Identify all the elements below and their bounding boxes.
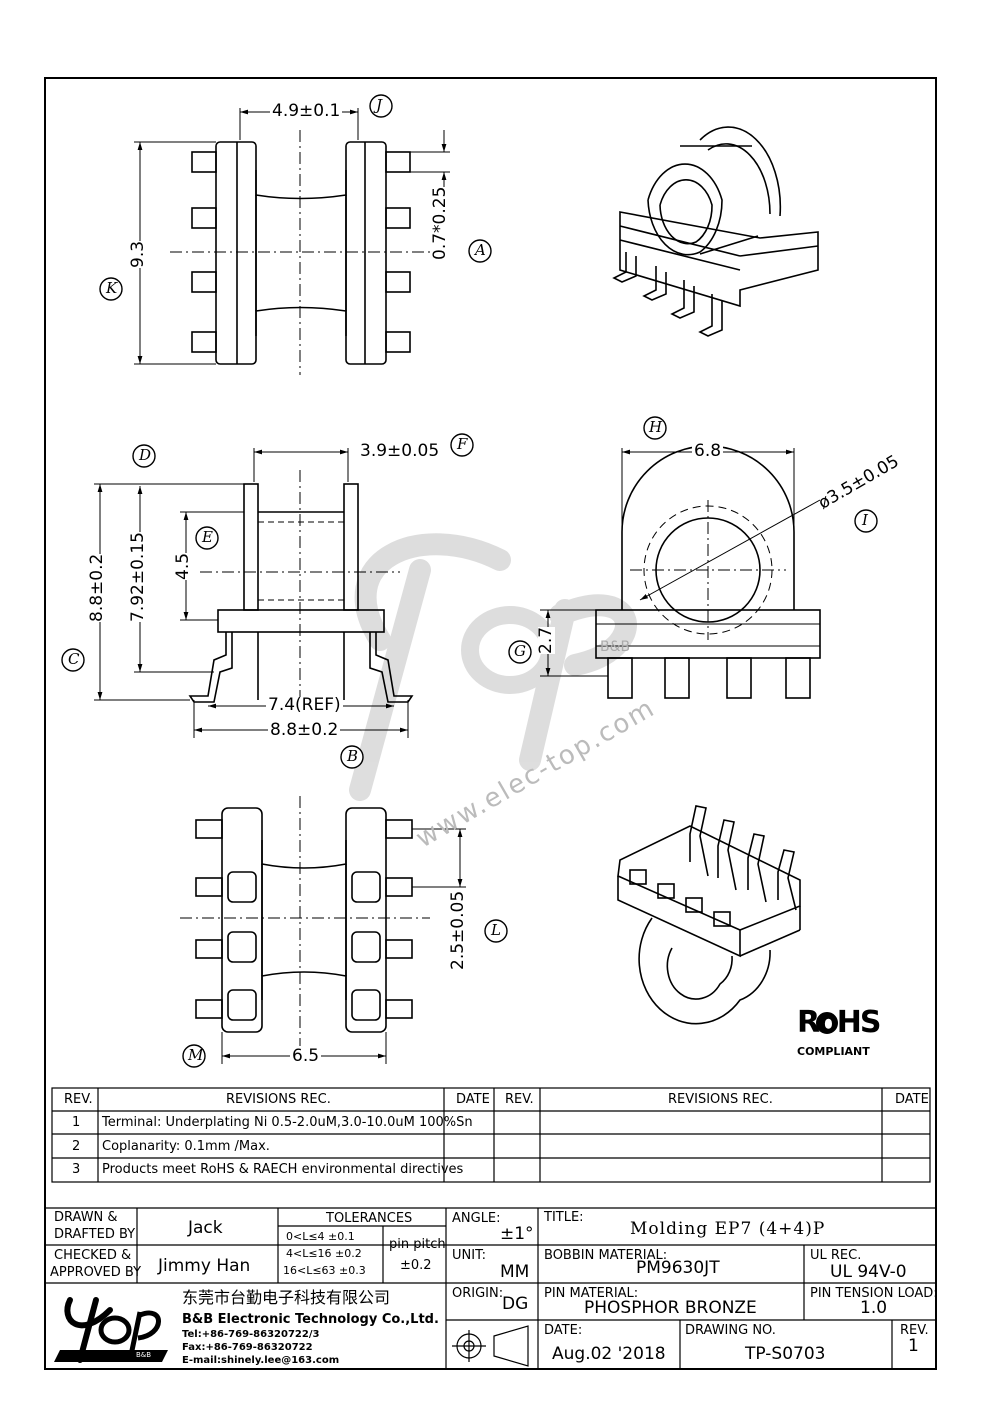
date-label: DATE: [544, 1323, 583, 1338]
rev-header-rec-2: REVISIONS REC. [668, 1092, 773, 1107]
rohs-mark-icon [816, 1012, 838, 1034]
balloon-e: E [202, 528, 213, 546]
balloon-j: J [376, 96, 383, 114]
company-name-en: B&B Electronic Technology Co.,Ltd. [182, 1312, 439, 1327]
balloon-c: C [68, 650, 80, 668]
dim-pin-height: 0.7*0.25 [430, 186, 450, 260]
revision-table-lines [51, 1087, 931, 1183]
pin-material-value: PHOSPHOR BRONZE [584, 1298, 757, 1318]
dim-side-width: 6.8 [692, 441, 724, 461]
dim-front-height: 8.8±0.2 [87, 553, 107, 622]
bobbin-label: BOBBIN MATERIAL: [544, 1248, 668, 1263]
company-tel: Tel:+86-769-86320722/3 [182, 1329, 320, 1340]
bobbin-value: PM9630JT [636, 1258, 720, 1278]
drawing-title: Molding EP7 (4+4)P [630, 1219, 826, 1239]
title-block-lines [44, 1207, 937, 1370]
date-value: Aug.02 '2018 [552, 1344, 666, 1364]
rev-row-1-no: 1 [72, 1115, 81, 1130]
rev-header-rec: REVISIONS REC. [226, 1092, 331, 1107]
balloon-d: D [139, 446, 152, 464]
tolerances-label: TOLERANCES [326, 1211, 413, 1226]
origin-value: DG [502, 1294, 529, 1314]
pin-material-label: PIN MATERIAL: [544, 1286, 639, 1301]
dim-bottom-width: 6.5 [290, 1046, 322, 1066]
balloon-l: L [491, 921, 501, 939]
rev-row-1-text: Terminal: Underplating Ni 0.5-2.0uM,3.0-… [102, 1115, 473, 1130]
rev-header-rev-2: REV. [505, 1092, 534, 1107]
unit-value: MM [500, 1262, 530, 1282]
balloon-k: K [106, 279, 118, 297]
balloon-i: I [862, 511, 868, 529]
tol-row-3: 16<L≤63 ±0.3 [283, 1264, 366, 1277]
unit-label: UNIT: [452, 1248, 486, 1263]
rev-header-rev: REV. [64, 1092, 93, 1107]
tension-value: 1.0 [860, 1298, 888, 1318]
origin-label: ORIGIN: [452, 1286, 504, 1301]
rev-row-2-no: 2 [72, 1139, 81, 1154]
balloon-g: G [514, 642, 526, 660]
balloon-h: H [649, 418, 663, 436]
checked-label-1: CHECKED & [54, 1248, 132, 1263]
iso-view-bottom [617, 805, 801, 1025]
iso-view-top [612, 126, 819, 337]
projection-symbol-icon [452, 1325, 529, 1367]
tol-row-1: 0<L≤4 ±0.1 [286, 1230, 355, 1243]
balloon-b: B [347, 747, 359, 765]
balloon-m: M [188, 1046, 204, 1064]
angle-label: ANGLE: [452, 1211, 501, 1226]
dim-window: 4.5 [173, 552, 193, 580]
rev-header-date: DATE [456, 1092, 490, 1107]
pin-pitch-label: pin pitch [389, 1237, 446, 1252]
pin-pitch-tol: ±0.2 [400, 1258, 432, 1273]
ul-label: UL REC. [810, 1248, 862, 1263]
ul-value: UL 94V-0 [830, 1262, 907, 1282]
drawn-label-2: DRAFTED BY [54, 1227, 136, 1242]
top-view [134, 108, 450, 375]
rev-label: REV. [900, 1323, 929, 1338]
company-logo-icon [54, 1297, 168, 1363]
dim-overall-height: 9.3 [128, 240, 148, 268]
title-label: TITLE: [544, 1210, 584, 1225]
dim-pin-pitch: 2.5±0.05 [448, 890, 468, 970]
drawing-no-label: DRAWING NO. [685, 1323, 776, 1338]
rohs-mark: RoHS [797, 1005, 881, 1040]
rev-header-date-2: DATE [895, 1092, 929, 1107]
dim-front-inner-height: 7.92±0.15 [128, 532, 148, 622]
rev-row-2-text: Coplanarity: 0.1mm /Max. [102, 1139, 270, 1154]
angle-value: ±1° [500, 1224, 534, 1244]
company-fax: Fax:+86-769-86320722 [182, 1342, 313, 1353]
tol-row-2: 4<L≤16 ±0.2 [286, 1247, 362, 1260]
rev-row-3-no: 3 [72, 1162, 81, 1177]
balloon-a: A [475, 241, 486, 259]
dim-ref-width: 7.4(REF) [266, 695, 343, 715]
logo-sub: B&B [136, 1351, 152, 1359]
rev-row-3-text: Products meet RoHS & RAECH environmental… [102, 1162, 464, 1177]
checked-label-2: APPROVED BY [50, 1265, 142, 1280]
reference-balloons [61, 94, 878, 1068]
drawing-sheet [44, 77, 937, 1370]
checked-by: Jimmy Han [158, 1256, 251, 1276]
drawn-by: Jack [188, 1218, 223, 1238]
side-view [540, 445, 821, 699]
company-name-cn: 东莞市台勤电子科技有限公司 [182, 1288, 391, 1307]
drawn-label-1: DRAWN & [54, 1210, 118, 1225]
company-email: E-mail:shinely.lee@163.com [182, 1355, 340, 1366]
balloon-f: F [457, 435, 468, 453]
tension-label: PIN TENSION LOAD: [810, 1286, 938, 1301]
rev-value: 1 [908, 1336, 919, 1356]
dim-base-width: 8.8±0.2 [268, 720, 341, 740]
drawing-no-value: TP-S0703 [745, 1344, 826, 1364]
dim-top-width: 4.9±0.1 [270, 101, 343, 121]
dim-flange: 2.7 [536, 626, 556, 654]
dim-front-width: 3.9±0.05 [358, 441, 442, 461]
watermark-logo [349, 533, 637, 801]
rohs-caption: COMPLIANT [797, 1045, 870, 1058]
watermark-sub: B&B [600, 639, 631, 655]
